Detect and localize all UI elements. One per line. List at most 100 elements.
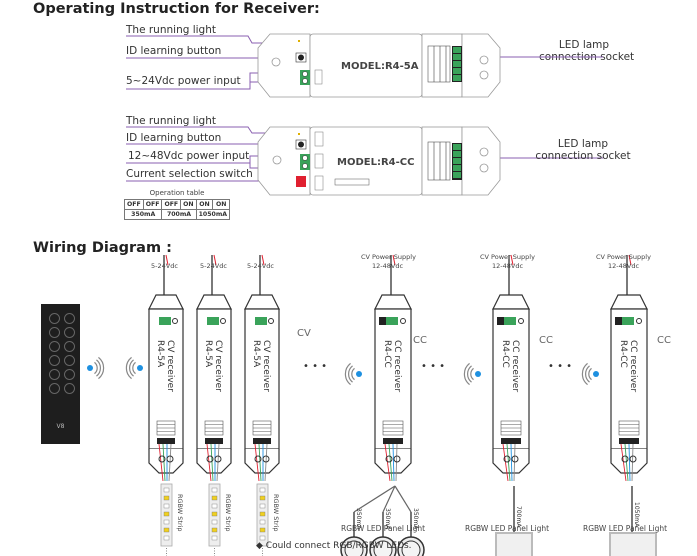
signal-receive-icon-cc3 <box>581 362 599 386</box>
strip-led <box>259 527 266 533</box>
output-wire <box>254 443 260 482</box>
receiver-model: R4-CC <box>382 340 392 368</box>
cv-type-label: CV <box>297 328 311 339</box>
signal-transmit-icon <box>87 356 105 380</box>
wave-arc <box>348 365 353 383</box>
output-terminal <box>383 438 403 444</box>
note-text: ◆ Could connect RGB/RGBW LEDs. <box>256 541 412 551</box>
label-id-learning-cc: ID learning button <box>126 132 222 144</box>
receiver-label: CC receiver <box>392 340 402 392</box>
current-label: 350mA <box>412 508 419 530</box>
operating-diagram-svg: MODEL:R4-5A MO <box>126 33 603 196</box>
output-wire <box>510 443 513 482</box>
operation-table: Operation table OFF OFF OFF ON ON ON 350… <box>123 189 231 220</box>
strip-led <box>211 503 218 509</box>
dip-switch <box>615 317 622 325</box>
output-wire <box>388 443 393 482</box>
current-label: 350mA <box>384 508 391 530</box>
switch-cell: OFF <box>161 199 182 210</box>
cv-supply-label-3: 5-24Vdc <box>247 262 274 270</box>
receiver-model: R4-CC <box>500 340 510 368</box>
wave-arc <box>585 365 590 383</box>
remote-button <box>64 341 75 352</box>
receiver-r4-5a-device <box>257 33 501 98</box>
wave-arc <box>96 359 101 377</box>
signal-dot <box>137 365 143 371</box>
remote-button <box>49 327 60 338</box>
operation-table-grid: OFF OFF OFF ON ON ON 350mA 700mA 1050mA <box>123 199 231 220</box>
current-cell: 350mA <box>123 209 163 220</box>
power-terminal <box>622 317 634 325</box>
switch-cell: ON <box>212 199 231 210</box>
output-wire <box>162 443 166 482</box>
label-led-lamp: LED lamp <box>558 39 610 51</box>
label-running-light-5a: The running light <box>126 24 216 36</box>
id-button <box>518 318 524 324</box>
signal-dot <box>87 365 93 371</box>
current-cell: 700mA <box>161 209 197 220</box>
output-wire <box>506 443 511 482</box>
receiver-cap-top <box>196 294 232 310</box>
strip-led <box>259 535 266 541</box>
cc-supply-label-3b: 12-48Vdc <box>608 262 640 270</box>
id-button <box>220 318 226 324</box>
output-terminal <box>619 438 639 444</box>
cv-supply-label-2: 5-24Vdc <box>200 262 227 270</box>
strip-led <box>211 495 218 501</box>
output-wire <box>628 443 631 482</box>
strip-led <box>163 503 170 509</box>
strip-led <box>211 535 218 541</box>
power-terminal <box>255 317 267 325</box>
power-wire-red <box>165 254 169 266</box>
receiver-label: CV receiver <box>261 340 271 392</box>
power-wire-red <box>392 254 396 266</box>
receiver-cap-bottom <box>148 449 184 474</box>
output-wire <box>620 443 627 482</box>
strip-led <box>163 511 170 517</box>
receiver-cap-top <box>374 294 412 310</box>
remote-button <box>64 369 75 380</box>
wave-arc <box>125 356 132 380</box>
wiring-diagram-title: Wiring Diagram : <box>33 240 172 256</box>
cc-supply-label-2b: 12-48Vdc <box>492 262 524 270</box>
strip-led <box>259 487 266 493</box>
wave-arc <box>467 365 472 383</box>
model-label-5a: MODEL:R4-5A <box>341 61 419 72</box>
output-wire <box>158 443 164 482</box>
cc-supply-label-1b: 12-48Vdc <box>372 262 404 270</box>
cc-supply-label-1a: CV Power Supply <box>361 253 416 261</box>
label-power-input-cc: 12~48Vdc power input <box>128 150 250 162</box>
switch-cell: ON <box>195 199 214 210</box>
remote-button <box>64 327 75 338</box>
output-wire <box>624 443 629 482</box>
strip-led <box>211 487 218 493</box>
strip-led <box>259 519 266 525</box>
receiver-cap-top <box>244 294 280 310</box>
strip-led <box>163 535 170 541</box>
load-label-1: RGBW LED Panel Light <box>341 524 426 533</box>
output-terminal <box>205 438 223 444</box>
dip-switch <box>379 317 386 325</box>
strip-led <box>163 487 170 493</box>
panel-light-square <box>495 532 533 556</box>
operation-table-title: Operation table <box>149 189 205 197</box>
load-label-3: RGBW LED Panel Light <box>583 524 668 533</box>
power-terminal-5a <box>300 70 310 85</box>
cc-wire <box>382 485 396 513</box>
switch-cell: OFF <box>142 199 163 210</box>
output-terminal <box>501 438 521 444</box>
label-id-learning-5a: ID learning button <box>126 45 222 57</box>
power-terminal <box>159 317 171 325</box>
receiver-cap-top <box>610 294 648 310</box>
receiver-cap-bottom <box>374 449 412 474</box>
remote-control: V8 <box>41 304 80 444</box>
switch-cell: ON <box>180 199 197 210</box>
signal-dot <box>593 371 599 377</box>
signal-receive-icon-cc2 <box>463 362 481 386</box>
wave-arc <box>463 362 470 386</box>
wave-arc <box>94 361 98 375</box>
ellipsis-3: • • • <box>548 361 573 372</box>
